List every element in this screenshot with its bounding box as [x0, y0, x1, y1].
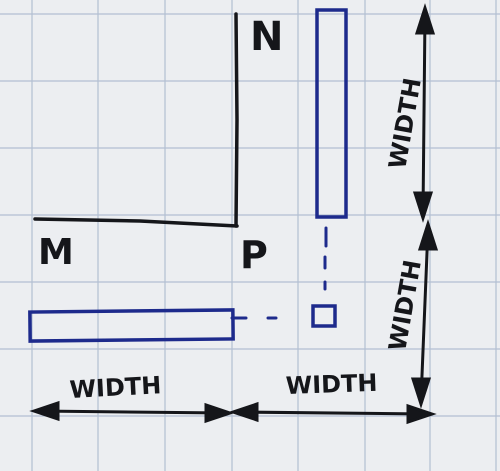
- right-dimension-arrows: [410, 3, 439, 409]
- vertical-line-n-p: [234, 12, 239, 228]
- label-n: N: [250, 14, 283, 60]
- bottom-dimension-arrows: [29, 400, 437, 425]
- vertical-strip-rect: [315, 8, 348, 219]
- width-label-right-bottom: WIDTH: [383, 258, 427, 353]
- projection-dashes: [230, 226, 328, 320]
- width-label-bottom-right: WIDTH: [285, 369, 378, 400]
- small-square: [311, 304, 337, 328]
- width-label-bottom-left: WIDTH: [69, 371, 162, 404]
- label-p: P: [240, 233, 268, 277]
- label-m: M: [38, 232, 74, 273]
- horizontal-strip-rect: [28, 308, 235, 343]
- horizontal-line-m-p: [33, 217, 239, 228]
- width-label-right-top: WIDTH: [383, 76, 427, 171]
